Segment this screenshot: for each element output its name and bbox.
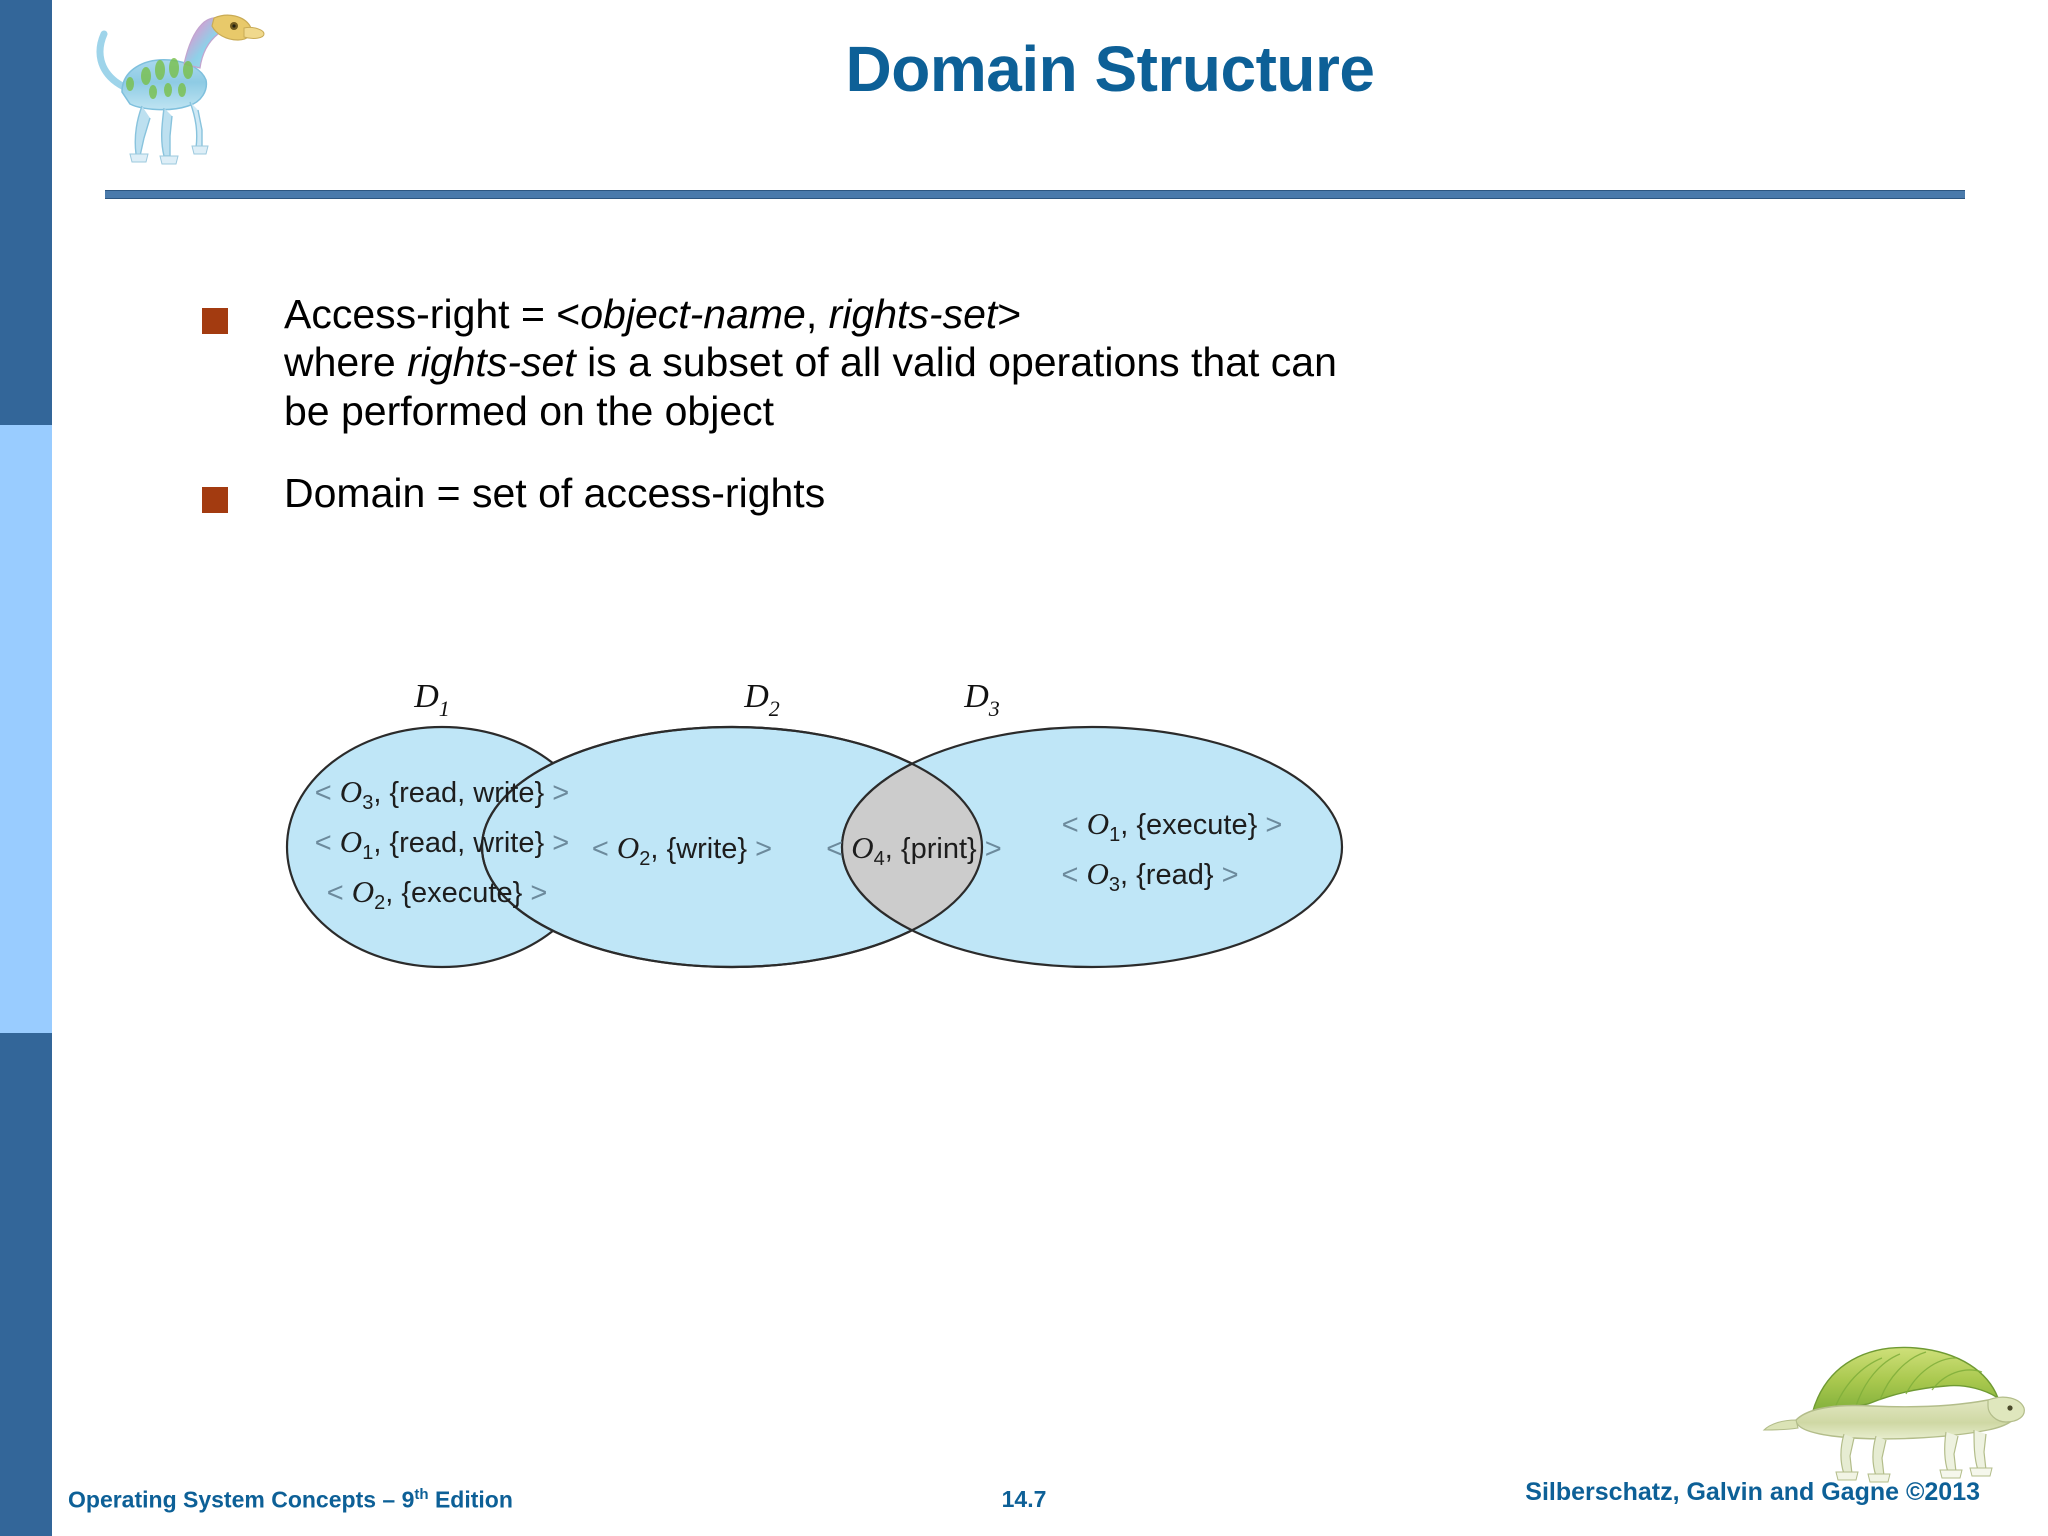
venn-entry-d1-3: < O2, {execute} > xyxy=(327,874,548,914)
footer-edition-ordinal: th xyxy=(414,1486,429,1503)
venn-entry-d1-2: < O1, {read, write} > xyxy=(315,824,569,864)
bullet2-text: Domain = set of access-rights xyxy=(284,470,826,517)
domain-structure-venn-diagram: D1 D2 D3 < O3, {read, write} > < O1, {re… xyxy=(282,662,1632,982)
venn-label-d1: D1 xyxy=(413,678,450,721)
sidebar-band-top xyxy=(0,0,52,425)
sidebar-band-middle xyxy=(0,425,52,1033)
sidebar-band-bottom xyxy=(0,1033,52,1536)
dinosaur-logo-icon xyxy=(78,6,278,182)
bullet1-seg-c: , xyxy=(805,291,829,337)
bullet-item-access-right: Access-right = <object-name, rights-set>… xyxy=(196,290,1696,435)
footer-left: Operating System Concepts – 9th Edition xyxy=(68,1486,513,1514)
bullet1-seg-rights-set: rights-set xyxy=(828,291,998,337)
bullet-square-icon xyxy=(202,308,228,334)
venn-entry-d1-1: < O3, {read, write} > xyxy=(315,774,569,814)
bullet1-seg-subset: is a subset of all valid operations that… xyxy=(575,339,1337,386)
bullet1-seg-e: > xyxy=(997,291,1022,337)
venn-entry-overlap-1: < O4, {print} > xyxy=(826,830,1001,870)
bullet-text-domain: Domain = set of access-rights xyxy=(284,469,1696,517)
venn-entry-d3-1: < O1, {execute} > xyxy=(1062,806,1283,846)
venn-label-d2: D2 xyxy=(743,678,780,721)
bullet1-seg-rights-set-2: rights-set xyxy=(407,339,576,386)
venn-label-d3: D3 xyxy=(963,678,1000,721)
bullet1-seg-where: where xyxy=(284,339,408,386)
dimetrodon-logo-icon xyxy=(1760,1336,2030,1486)
bullet-list: Access-right = <object-name, rights-set>… xyxy=(196,290,1696,552)
bullet-square-icon xyxy=(202,487,228,514)
bullet1-seg-object-name: object-name xyxy=(580,291,806,337)
footer-edition-tail: Edition xyxy=(428,1486,513,1513)
footer-edition-text: Operating System Concepts – 9 xyxy=(68,1486,415,1513)
venn-entry-d3-2: < O3, {read} > xyxy=(1061,856,1238,896)
page-title: Domain Structure xyxy=(845,33,1375,105)
bullet1-seg-a: Access-right = < xyxy=(284,291,581,337)
venn-entry-d2-1: < O2, {write} > xyxy=(592,830,772,870)
venn-ellipse-d2-outline xyxy=(480,725,984,969)
bullet1-seg-performed: be performed on the object xyxy=(284,387,775,434)
bullet-text-access-right: Access-right = <object-name, rights-set>… xyxy=(284,290,1696,435)
footer-copyright: Silberschatz, Galvin and Gagne ©2013 xyxy=(1525,1478,1980,1506)
title-divider xyxy=(105,190,1965,199)
footer-page-number: 14.7 xyxy=(1001,1486,1047,1512)
bullet-item-domain: Domain = set of access-rights xyxy=(196,469,1696,517)
